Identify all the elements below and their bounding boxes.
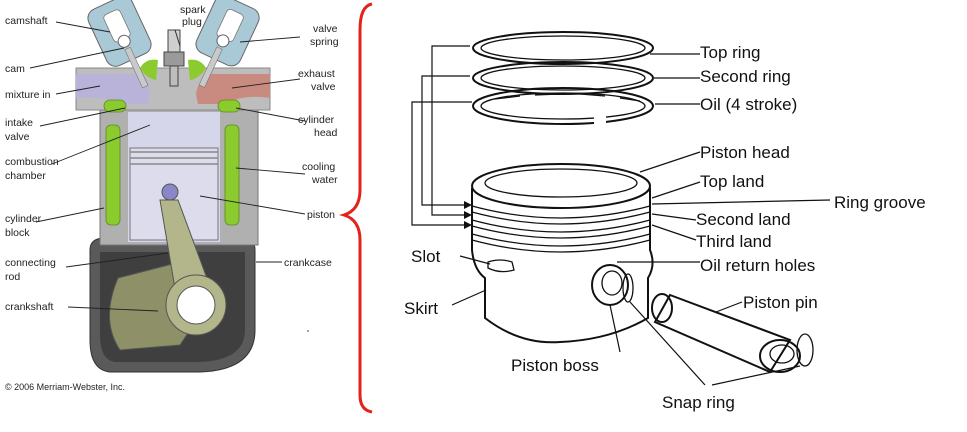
label-snap-ring: Snap ring [662,393,735,412]
label-piston-boss: Piston boss [511,356,599,375]
spark-plug-shape [163,29,185,87]
label-connecting-rod: rod [5,271,20,283]
ring-oil-inner [480,92,646,120]
water-jacket-left [105,124,121,226]
label-third-land: Third land [696,232,772,251]
label-top-land: Top land [700,172,764,191]
label-second-ring: Second ring [700,67,791,86]
label-exhaust-valve: valve [311,81,336,93]
crank-pin-inner [176,285,216,325]
ring-top-inner [480,35,646,61]
valve-seat-right [188,59,206,80]
label-valve-spring: valve [313,23,338,35]
ring-arrow-second [421,75,470,206]
label-cooling-water: water [311,174,338,186]
label-oil-ring: Oil (4 stroke) [700,95,797,114]
engine-diagram: camshaft spark plug valve spring cam exh… [5,0,339,392]
ring-arrow-top [431,45,470,216]
label-spark-plug: plug [182,16,202,28]
ring-oil [472,87,654,125]
label-spark-plug: spark [180,4,206,16]
intake-passage [76,74,150,104]
label-cooling-water: cooling [302,161,335,173]
wrist-pin [161,183,179,201]
ring-second [472,61,654,95]
label-skirt: Skirt [404,299,438,318]
label-cylinder-block: block [5,227,30,239]
piston-pin-end-near-inner [769,344,795,364]
label-second-land: Second land [696,210,791,229]
exhaust-passage [196,74,270,104]
piston-crown-inner [484,168,638,198]
piston-crown [471,163,651,209]
label-combustion-chamber: chamber [5,170,46,182]
label-cylinder-head: head [314,127,338,139]
copyright-notice: © 2006 Merriam-Webster, Inc. [5,382,125,392]
label-piston: piston [307,209,335,221]
ring-groove-lines [471,205,651,253]
label-piston-head: Piston head [700,143,790,162]
ring-oil-slots [494,93,641,102]
label-intake-valve: intake [5,117,33,129]
valve-seat-left [140,59,158,80]
label-mixture-in: mixture in [5,89,51,101]
water-jacket-head-right [217,99,241,113]
ring-arrow-oil [411,101,472,226]
intake-cam-housing [87,0,152,89]
label-intake-valve: valve [5,131,30,143]
label-combustion-chamber: combustion [5,156,59,168]
label-camshaft: camshaft [5,15,48,27]
label-ring-groove: Ring groove [834,193,926,212]
label-cam: cam [5,63,25,75]
label-exhaust-valve: exhaust [298,68,335,80]
water-jacket-right [224,124,240,226]
piston-diagram: Top ring Second ring Oil (4 stroke) Pist… [404,31,926,412]
label-cylinder-head: cylinder [298,114,335,126]
snap-ring-right [796,333,814,367]
divider-brace [338,2,373,414]
label-crankcase: crankcase [284,257,332,269]
piston-boss-inner [601,270,623,296]
label-top-ring: Top ring [700,43,760,62]
piston-body [471,188,654,344]
piston-pin-end-near [759,339,801,373]
piston-pin-end-far [651,293,673,323]
label-connecting-rod: connecting [5,257,56,269]
label-oil-return-holes: Oil return holes [700,256,815,275]
snap-ring-left [622,273,634,303]
ring-second-inner [480,65,646,91]
exhaust-cam-housing [195,0,260,88]
label-slot: Slot [411,247,441,266]
label-piston-pin: Piston pin [743,293,818,312]
ring-top [472,31,654,65]
label-cylinder-block: cylinder [5,213,42,225]
label-crankshaft: crankshaft [5,301,54,313]
piston-slot [487,259,515,273]
label-valve-spring: spring [310,36,339,48]
